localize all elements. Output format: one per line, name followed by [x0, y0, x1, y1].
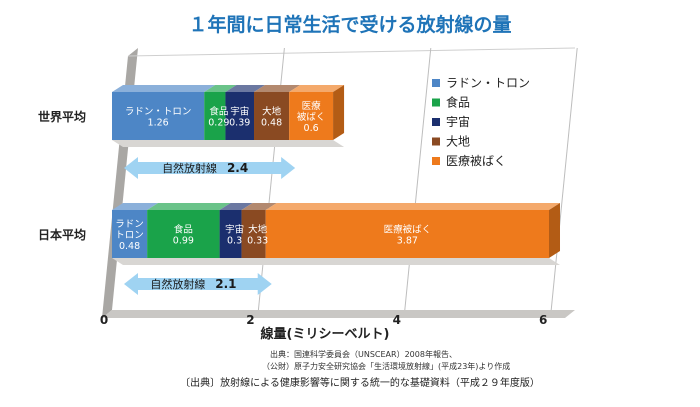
- bar-segment: [219, 210, 242, 258]
- bar-segment: [204, 92, 226, 140]
- bar-segment-top: [147, 203, 231, 210]
- data-label: 被ばく: [297, 111, 326, 123]
- data-label: 0.3: [227, 236, 242, 247]
- data-label: ラドン: [115, 219, 144, 230]
- natural-radiation-label: 自然放射線: [150, 277, 205, 291]
- chart-title: １年間に日常生活で受ける放射線の量: [188, 13, 511, 36]
- bar-segment: [289, 92, 334, 140]
- legend-label: 宇宙: [446, 114, 470, 129]
- bar-segment-top: [265, 203, 561, 210]
- bar-segment-top: [112, 203, 159, 210]
- data-label: 食品: [174, 224, 193, 236]
- data-label: ラドン・トロン: [125, 107, 192, 118]
- legend-swatch: [432, 79, 440, 87]
- natural-radiation-arrow: [124, 157, 296, 179]
- data-label: 0.99: [173, 236, 194, 247]
- legend-swatch: [432, 157, 440, 165]
- data-label: 医療被ばく: [384, 224, 432, 236]
- source-line-2: （公財）原子力安全研究協会「生活環境放射線」(平成23年)より作成: [262, 361, 510, 371]
- natural-radiation-value: 2.4: [227, 161, 248, 175]
- x-tick-label: 2: [246, 313, 254, 327]
- x-tick-label: 0: [100, 313, 108, 327]
- natural-radiation-value: 2.1: [215, 277, 236, 291]
- natural-radiation-arrow: [124, 273, 272, 295]
- legend-label: 食品: [446, 95, 470, 110]
- bar-shadow: [112, 258, 561, 265]
- category-label: 世界平均: [38, 109, 86, 124]
- bar-side: [549, 203, 561, 258]
- data-label: 医療: [302, 100, 322, 112]
- data-label: 宇宙: [230, 106, 249, 118]
- data-label: 0.6: [304, 123, 319, 134]
- data-label: 大地: [262, 106, 282, 118]
- data-label: 宇宙: [225, 224, 244, 236]
- data-label: 大地: [248, 224, 268, 236]
- data-label: 0.39: [229, 118, 250, 129]
- bar-segment: [265, 210, 550, 258]
- data-label: 0.48: [261, 118, 282, 129]
- bar-segment: [254, 92, 290, 140]
- bar-segment-top: [204, 85, 237, 92]
- bar-segment-top: [225, 85, 266, 92]
- bar-segment: [147, 210, 220, 258]
- bar-segment-top: [112, 85, 216, 92]
- x-tick-label: 6: [539, 313, 547, 327]
- legend-swatch: [432, 118, 440, 126]
- legend-label: 大地: [446, 135, 470, 149]
- x-axis-label: 線量(ミリシーベルト): [261, 326, 390, 342]
- bar-segment-top: [241, 203, 277, 210]
- gridline: [404, 47, 432, 311]
- data-label: 3.87: [397, 236, 418, 247]
- data-label: トロン: [115, 230, 144, 241]
- data-label: 0.29: [208, 118, 229, 129]
- x-tick-label: 4: [393, 313, 401, 327]
- category-label: 日本平均: [38, 227, 86, 242]
- gridline: [550, 47, 578, 311]
- data-label: 0.48: [119, 241, 140, 252]
- bars: [112, 85, 561, 265]
- legend-swatch: [432, 98, 440, 107]
- floor: [102, 310, 575, 318]
- bar-segment-top: [289, 85, 345, 92]
- data-label: 0.33: [247, 236, 268, 247]
- top-edge: [127, 47, 576, 57]
- bar-segment-top: [254, 85, 301, 92]
- source-line-1: 出典：国連科学委員会（UNSCEAR）2008年報告、: [270, 349, 457, 359]
- bar-shadow: [112, 140, 345, 147]
- legend-label: ラドン・トロン: [446, 76, 530, 90]
- data-label: 1.26: [148, 118, 169, 129]
- bar-labels: ラドン・トロン1.26食品0.29宇宙0.39大地0.48医療被ばく0.6ラドン…: [115, 100, 431, 295]
- footer-citation: 〔出典〕放射線による健康影響等に関する統一的な基礎資料（平成２９年度版）: [180, 376, 540, 389]
- data-label: 食品: [209, 106, 228, 118]
- bar-segment: [112, 210, 148, 258]
- bar-segment: [112, 92, 205, 140]
- bar-segment: [241, 210, 266, 258]
- bar-segment-top: [219, 203, 253, 210]
- legend-label: 医療被ばく: [446, 154, 506, 168]
- bar-side: [333, 85, 345, 140]
- legend-swatch: [432, 137, 440, 146]
- bar-segment: [225, 92, 255, 140]
- natural-radiation-label: 自然放射線: [162, 161, 217, 175]
